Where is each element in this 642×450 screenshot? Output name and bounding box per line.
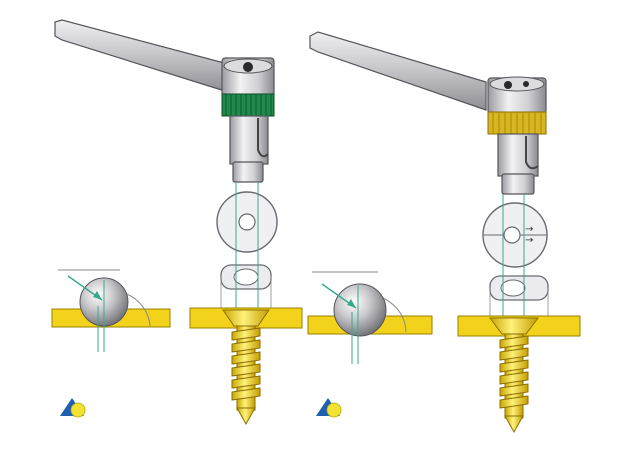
left-panel xyxy=(51,19,303,426)
hole-center-round xyxy=(238,213,256,231)
logo-right xyxy=(316,398,342,418)
sphere-diagram-left xyxy=(51,269,171,352)
plate-hole-inner xyxy=(500,279,526,297)
arrow-mark: → xyxy=(525,224,533,235)
sleeve-slot xyxy=(257,118,269,158)
guide-handle xyxy=(54,19,229,93)
screw-head xyxy=(489,317,539,335)
collar-knurl xyxy=(492,112,542,134)
screw-threads xyxy=(231,327,261,401)
screw-head xyxy=(222,309,270,327)
right-panel: → → xyxy=(307,31,581,434)
plate-hole-inner xyxy=(233,268,259,286)
screw-tip xyxy=(504,415,524,434)
screw-tip xyxy=(236,407,256,426)
drill-guide-right xyxy=(309,31,547,195)
screw-threads xyxy=(499,335,529,409)
sphere xyxy=(333,283,387,337)
logo-left xyxy=(60,398,86,418)
guide-tip xyxy=(501,173,535,195)
sphere-diagram-right xyxy=(307,271,433,364)
guide-tip xyxy=(232,161,264,183)
projection-lines-left xyxy=(220,276,272,310)
arrow-head xyxy=(347,299,356,308)
collar-knurl xyxy=(225,94,272,116)
projection-lines-right xyxy=(489,288,549,316)
arrow-head xyxy=(93,291,102,300)
drill-guide-left xyxy=(54,19,275,183)
alignment-lines-left xyxy=(235,182,259,318)
guide-bore xyxy=(243,62,253,72)
hole-center xyxy=(503,226,521,244)
alignment-lines-right xyxy=(502,194,525,318)
guide-handle xyxy=(309,31,487,111)
guide-head-top xyxy=(489,76,545,92)
guide-sleeve xyxy=(497,133,539,177)
screw-right xyxy=(489,317,539,434)
screw-left xyxy=(222,309,270,426)
arrow-mark: → xyxy=(525,235,533,246)
sleeve-slot xyxy=(525,136,539,170)
arrow-marks: → → xyxy=(525,224,533,246)
